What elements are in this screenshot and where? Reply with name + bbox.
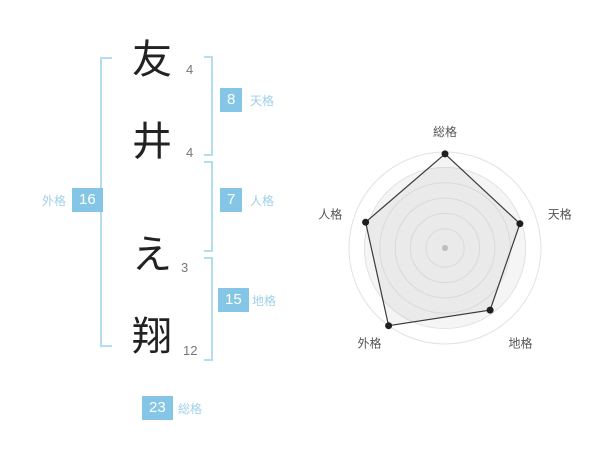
tenkaku-value: 8 [220,88,243,112]
tenkaku-label: 天格 [250,94,275,108]
radar-center-dot [442,245,448,251]
name-char-3: え [132,233,172,277]
stroke-count-1: 4 [186,62,194,77]
radar-series [364,153,521,327]
stroke-count-4: 12 [183,343,198,358]
soukaku-label: 総格 [178,402,203,416]
name-char-4: 翔 [132,315,172,359]
radar-chart: 総格天格地格 外格 人格 [305,118,585,383]
radar-axis-label: 総格 [433,124,457,139]
radar-dots [362,150,524,330]
stroke-count-3: 3 [181,260,189,275]
radar-axis-label: 天格 [548,207,572,222]
radar-data-point [385,322,393,330]
radar-ring [409,212,481,284]
chikaku-value: 15 [218,288,249,312]
radar-axis-label: 人格 [318,207,342,222]
radar-ring [394,197,496,299]
radar-data-point [441,150,449,158]
chikaku-bracket [204,257,213,361]
gaikaku-label: 外格 [42,194,67,208]
radar-center [442,245,448,251]
stroke-count-2: 4 [186,145,194,160]
radar-data-polygon [364,153,521,327]
radar-data-point [486,306,494,314]
name-char-2: 井 [132,120,172,164]
jinkaku-bracket [204,161,213,252]
name-char-1: 友 [132,38,172,82]
gaikaku-value: 16 [72,188,103,212]
radar-data-point [362,218,370,226]
radar-data-point [516,220,524,228]
radar-ring [425,228,465,268]
radar-axis-label: 外格 [357,335,381,350]
chikaku-label: 地格 [252,294,277,308]
tenkaku-bracket [204,56,213,156]
jinkaku-value: 7 [220,188,243,212]
radar-axis-label: 地格 [509,335,533,350]
jinkaku-label: 人格 [250,194,275,208]
radar-ring [379,182,511,314]
soukaku-value: 23 [142,396,173,420]
